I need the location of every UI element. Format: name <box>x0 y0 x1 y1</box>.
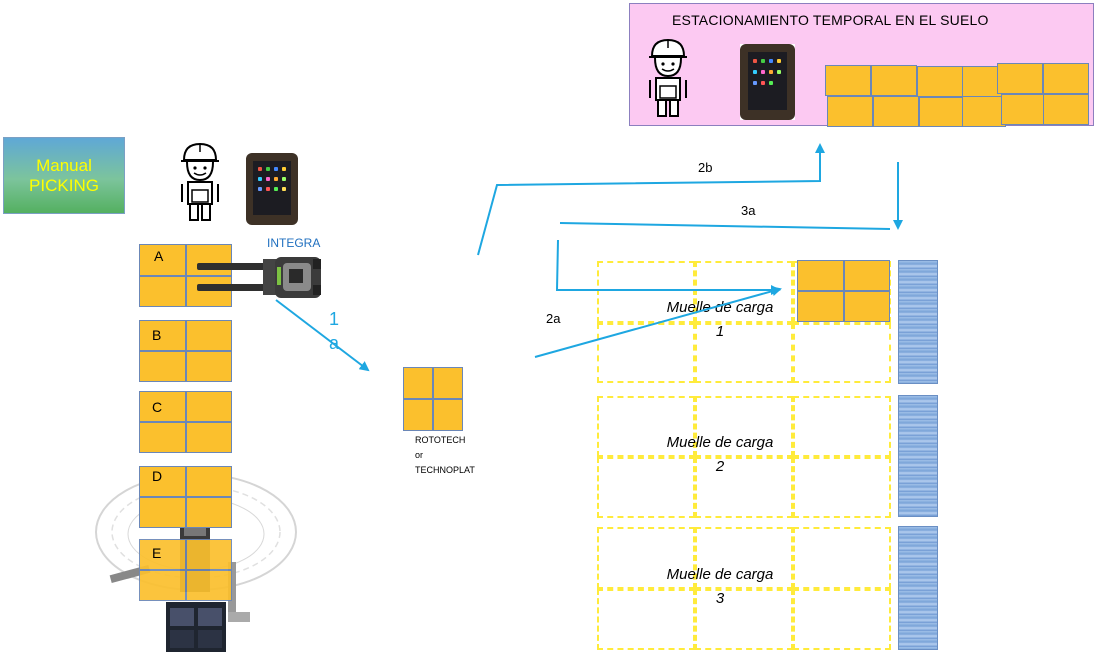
staging-title: ESTACIONAMIENTO TEMPORAL EN EL SUELO <box>672 12 989 28</box>
rototech-line1: ROTOTECH <box>415 435 466 445</box>
pallet-slot-c <box>139 391 232 453</box>
route-label-2b: 2b <box>698 160 713 175</box>
slot-label-a: A <box>154 248 164 264</box>
route-1a-arrow <box>275 299 370 372</box>
manual-picking-box: Manual PICKING <box>3 137 125 214</box>
route-1a-line1: 1 <box>329 309 340 329</box>
slot-label-b: B <box>152 327 162 343</box>
pallet-slot-a <box>139 244 232 307</box>
dock-number-1: 1 <box>715 323 725 340</box>
route-1a-line2: a <box>329 333 340 353</box>
worker-icon-staging <box>649 38 687 117</box>
route-label-1a: 1 a <box>329 307 339 355</box>
forklift-icon <box>197 257 321 298</box>
route-label-2a: 2a <box>546 311 561 326</box>
route-label-3a: 3a <box>741 203 756 218</box>
tablet-icon-staging <box>740 44 795 120</box>
slot-label-d: D <box>152 468 163 484</box>
rototech-line3: TECHNOPLAT <box>415 465 475 475</box>
rototech-pallet <box>403 367 463 431</box>
worker-icon <box>181 142 219 221</box>
dock-label-2: Muelle de carga 2 <box>650 431 790 479</box>
dock-door-1 <box>898 260 938 384</box>
route-2a-arrow <box>534 286 782 358</box>
dock-door-2 <box>898 395 938 517</box>
dock-door-3 <box>898 526 938 650</box>
route-2b-arrow <box>477 143 825 256</box>
dock-number-2: 2 <box>715 458 725 475</box>
dock-label-1: Muelle de carga 1 <box>650 296 790 344</box>
dock-title-3: Muelle de carga <box>666 566 774 583</box>
pallet-slot-b <box>139 320 232 382</box>
pallet-slot-d <box>139 466 232 528</box>
integra-label: INTEGRA <box>267 236 321 250</box>
manual-picking-line2: PICKING <box>29 175 99 195</box>
rototech-line2: or <box>415 450 424 460</box>
dock-label-3: Muelle de carga 3 <box>650 563 790 611</box>
slot-label-e: E <box>152 545 162 561</box>
tablet-icon <box>246 153 298 225</box>
route-3a-arrow <box>555 239 781 295</box>
manual-picking-line1: Manual <box>36 155 92 175</box>
dock-number-3: 3 <box>715 590 725 607</box>
dock-title-2: Muelle de carga <box>666 434 774 451</box>
pallet-slot-e <box>139 539 232 601</box>
rototech-label: ROTOTECH or TECHNOPLAT <box>415 433 475 478</box>
dock1-pallet <box>797 260 890 322</box>
dock-title-1: Muelle de carga <box>666 299 774 316</box>
slot-label-c: C <box>152 399 163 415</box>
